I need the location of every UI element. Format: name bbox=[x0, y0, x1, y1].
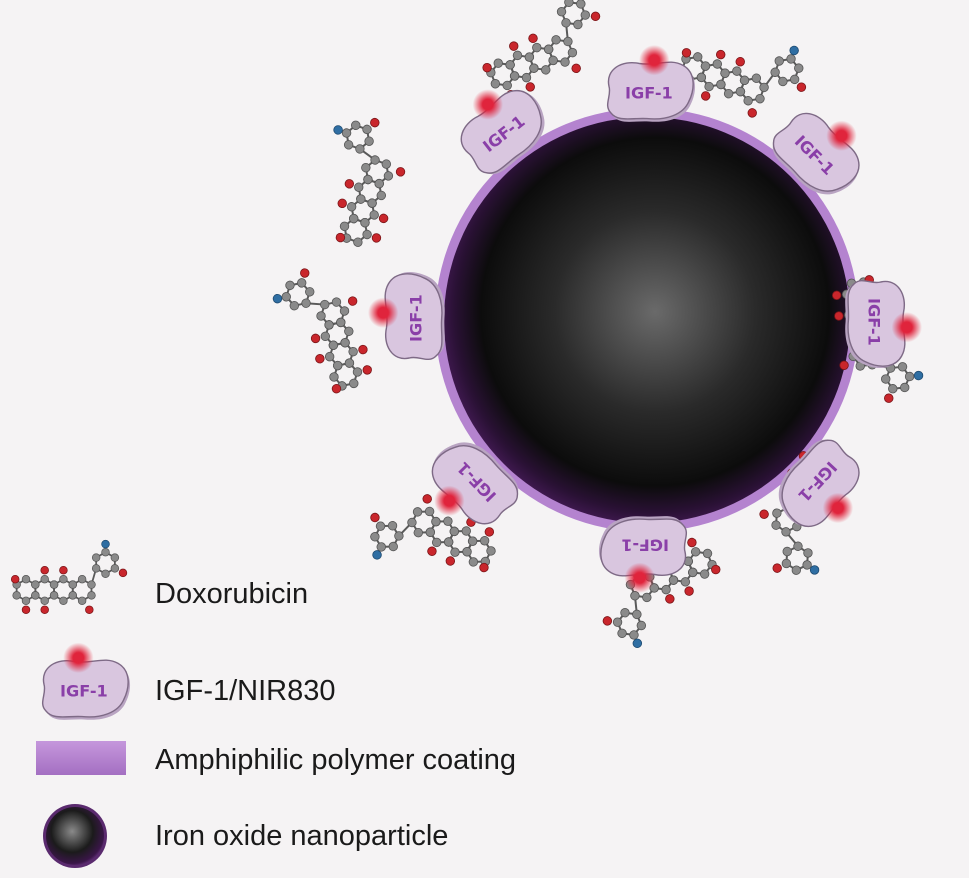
legend-doxorubicin-symbol bbox=[10, 539, 128, 615]
doxorubicin-molecule bbox=[10, 539, 128, 615]
igf1-protein: IGF-1 bbox=[598, 516, 688, 594]
igf1-label: IGF-1 bbox=[407, 294, 426, 342]
legend-label-polymer-coating: Amphiphilic polymer coating bbox=[155, 744, 517, 776]
doxorubicin-molecule bbox=[333, 117, 406, 247]
iron-oxide-core bbox=[444, 117, 850, 523]
legend-label-doxorubicin: Doxorubicin bbox=[155, 578, 309, 610]
legend-label-igf1-nir830: IGF-1/NIR830 bbox=[155, 675, 336, 707]
igf1-protein: IGF-1 bbox=[845, 279, 923, 368]
doxorubicin-molecule bbox=[482, 0, 601, 100]
igf1-protein: IGF-1 bbox=[606, 44, 696, 122]
legend-igf1-symbol: IGF-1 bbox=[41, 642, 131, 720]
legend-nanoparticle-symbol bbox=[43, 804, 107, 868]
doxorubicin-molecule bbox=[370, 494, 496, 573]
igf1-label: IGF-1 bbox=[60, 682, 108, 701]
igf1-protein: IGF-1 bbox=[431, 442, 519, 525]
legend-polymer-swatch bbox=[36, 741, 126, 775]
igf1-label: IGF-1 bbox=[864, 298, 883, 346]
doxorubicin-molecule bbox=[677, 45, 807, 118]
igf1-label: IGF-1 bbox=[621, 535, 669, 554]
legend-label-iron-oxide: Iron oxide nanoparticle bbox=[155, 820, 449, 852]
doxorubicin-molecule bbox=[272, 268, 372, 394]
igf1-protein: IGF-1 bbox=[460, 89, 545, 175]
igf1-protein: IGF-1 bbox=[778, 439, 860, 528]
igf1-protein: IGF-1 bbox=[367, 272, 445, 361]
igf1-label: IGF-1 bbox=[625, 84, 673, 103]
igf1-protein: IGF-1 bbox=[772, 112, 860, 195]
igf1-protein: IGF-1 bbox=[41, 642, 131, 720]
